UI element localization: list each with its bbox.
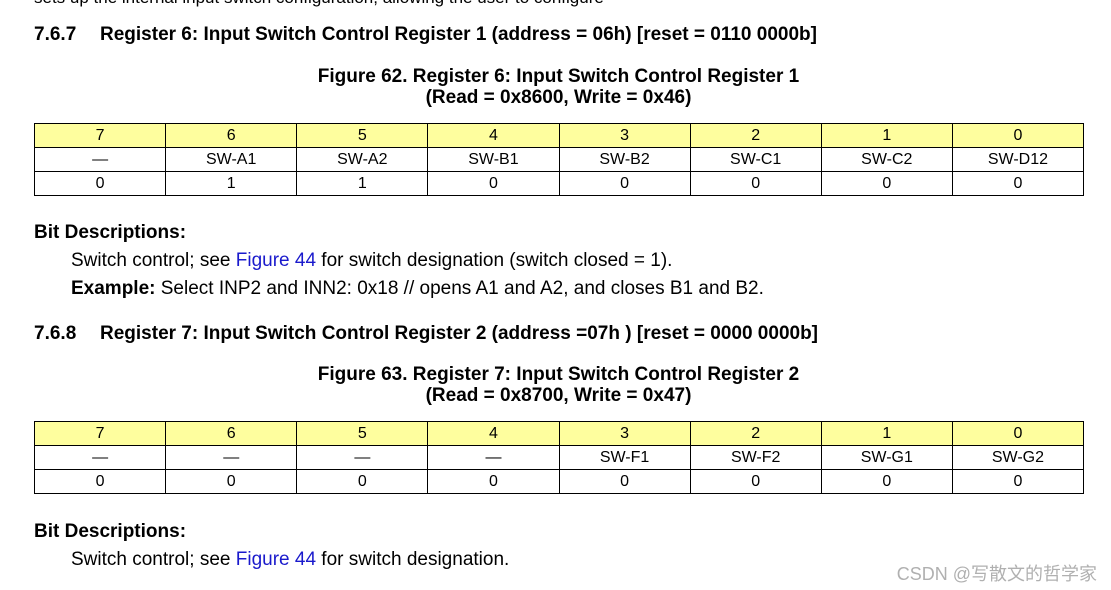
csdn-watermark: CSDN @写散文的哲学家 — [896, 564, 1097, 584]
reset-cell: 0 — [689, 469, 822, 494]
section-heading-7-6-7: 7.6.7 Register 6: Input Switch Control Re… — [34, 24, 817, 46]
reset-cell: 0 — [33, 469, 167, 494]
figure-caption-line1: Figure 63. Register 7: Input Switch Cont… — [317, 364, 800, 385]
reset-value-row: 0 1 1 0 0 0 0 0 — [33, 171, 1085, 196]
reset-cell: 0 — [427, 171, 560, 196]
bit-number-row: 7 6 5 4 3 2 1 0 — [33, 421, 1085, 446]
bit-description-text: Switch control; see Figure 44 for switch… — [71, 549, 509, 571]
figure-caption-line1: Figure 62. Register 6: Input Switch Cont… — [317, 66, 800, 87]
field-cell: — — [33, 147, 167, 172]
example-text: Example: Select INP2 and INN2: 0x18 // o… — [71, 278, 764, 300]
bit-cell: 5 — [296, 123, 429, 148]
field-name-row: — — — — SW-F1 SW-F2 SW-G1 SW-G2 — [33, 445, 1085, 470]
bit-cell: 1 — [820, 421, 953, 446]
bit-cell: 5 — [296, 421, 429, 446]
bit-cell: 3 — [558, 421, 691, 446]
reset-cell: 0 — [951, 469, 1085, 494]
field-cell: — — [33, 445, 167, 470]
bit-descriptions-heading: Bit Descriptions: — [34, 222, 187, 243]
section-heading-7-6-8: 7.6.8 Register 7: Input Switch Control Re… — [34, 323, 818, 345]
bit-description-text: Switch control; see Figure 44 for switch… — [71, 250, 672, 272]
field-cell: SW-G1 — [820, 445, 953, 470]
register-6-table: 7 6 5 4 3 2 1 0 — SW-A1 SW-A2 SW-B1 SW-B… — [33, 123, 1085, 196]
bit-cell: 6 — [165, 123, 298, 148]
desc-prefix: Switch control; see — [71, 549, 236, 570]
desc-suffix: for switch designation (switch closed = … — [316, 250, 673, 271]
reset-cell: 1 — [296, 171, 429, 196]
reset-cell: 0 — [165, 469, 298, 494]
bit-cell: 0 — [951, 421, 1085, 446]
field-cell: — — [165, 445, 298, 470]
field-cell: SW-D12 — [951, 147, 1085, 172]
reset-cell: 0 — [427, 469, 560, 494]
bit-descriptions-heading: Bit Descriptions: — [34, 521, 187, 542]
figure-caption-line2: (Read = 0x8600, Write = 0x46) — [425, 87, 692, 108]
reset-cell: 0 — [558, 469, 691, 494]
reset-cell: 1 — [165, 171, 298, 196]
section-title: Register 6: Input Switch Control Registe… — [100, 24, 817, 45]
reset-cell: 0 — [558, 171, 691, 196]
desc-prefix: Switch control; see — [71, 250, 236, 271]
figure-caption-line2: (Read = 0x8700, Write = 0x47) — [425, 385, 692, 406]
field-cell: SW-B2 — [558, 147, 691, 172]
desc-suffix: for switch designation. — [316, 549, 510, 570]
field-cell: — — [296, 445, 429, 470]
bit-cell: 2 — [689, 123, 822, 148]
bit-cell: 4 — [427, 123, 560, 148]
field-cell: SW-C2 — [820, 147, 953, 172]
reset-cell: 0 — [689, 171, 822, 196]
reset-cell: 0 — [820, 469, 953, 494]
field-cell: SW-C1 — [689, 147, 822, 172]
section-number: 7.6.8 — [34, 323, 77, 344]
bit-cell: 3 — [558, 123, 691, 148]
figure-62-caption: Figure 62. Register 6: Input Switch Cont… — [34, 66, 1083, 108]
example-body: Select INP2 and INN2: 0x18 // opens A1 a… — [155, 278, 764, 299]
field-cell: SW-F2 — [689, 445, 822, 470]
figure-44-link[interactable]: Figure 44 — [235, 549, 317, 570]
bit-cell: 7 — [33, 421, 167, 446]
section-title: Register 7: Input Switch Control Registe… — [100, 323, 819, 344]
clipped-previous-text: sets up the internal input switch config… — [34, 0, 604, 8]
bit-cell: 0 — [951, 123, 1085, 148]
field-cell: SW-F1 — [558, 445, 691, 470]
bit-cell: 1 — [820, 123, 953, 148]
bit-cell: 7 — [33, 123, 167, 148]
bit-cell: 4 — [427, 421, 560, 446]
reset-cell: 0 — [33, 171, 167, 196]
figure-44-link[interactable]: Figure 44 — [235, 250, 317, 271]
bit-cell: 6 — [165, 421, 298, 446]
example-label: Example: — [71, 278, 156, 299]
field-cell: — — [427, 445, 560, 470]
figure-63-caption: Figure 63. Register 7: Input Switch Cont… — [34, 364, 1083, 406]
field-cell: SW-B1 — [427, 147, 560, 172]
reset-cell: 0 — [296, 469, 429, 494]
field-cell: SW-A2 — [296, 147, 429, 172]
reset-cell: 0 — [951, 171, 1085, 196]
field-cell: SW-G2 — [951, 445, 1085, 470]
register-7-table: 7 6 5 4 3 2 1 0 — — — — SW-F1 SW-F2 SW-G… — [33, 421, 1085, 494]
reset-cell: 0 — [820, 171, 953, 196]
field-name-row: — SW-A1 SW-A2 SW-B1 SW-B2 SW-C1 SW-C2 SW… — [33, 147, 1085, 172]
section-number: 7.6.7 — [34, 24, 77, 45]
reset-value-row: 0 0 0 0 0 0 0 0 — [33, 469, 1085, 494]
bit-number-row: 7 6 5 4 3 2 1 0 — [33, 123, 1085, 148]
field-cell: SW-A1 — [165, 147, 298, 172]
bit-cell: 2 — [689, 421, 822, 446]
